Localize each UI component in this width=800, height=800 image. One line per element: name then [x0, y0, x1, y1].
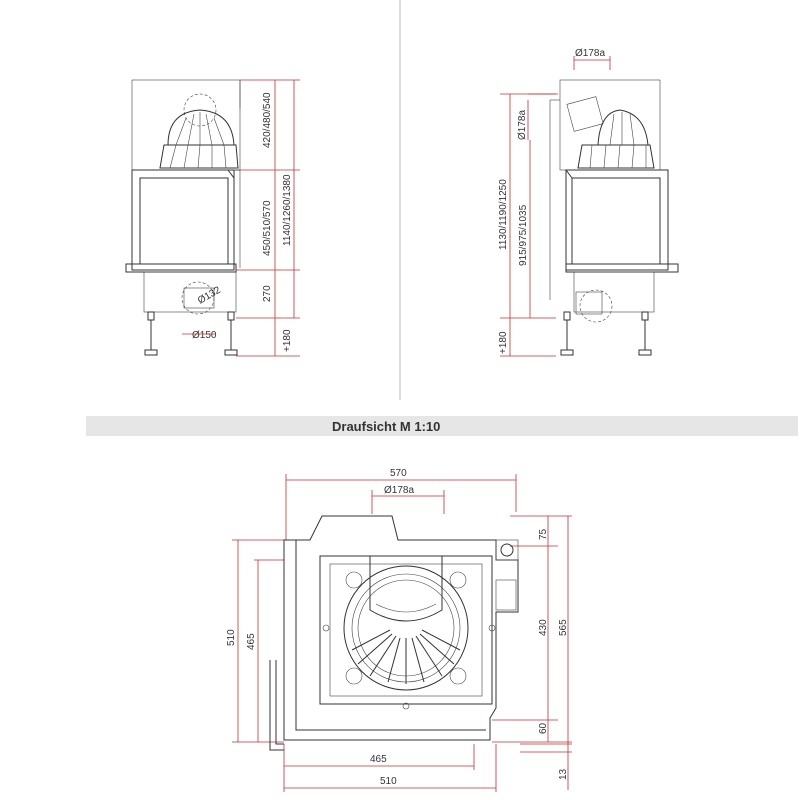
dim-front-total: 1140/1260/1380	[282, 174, 293, 246]
top-view: 570 Ø178a 75 430 565 60 510 465 465	[226, 468, 572, 792]
dim-top-510-bottom: 510	[380, 776, 397, 787]
radial-fins	[351, 629, 461, 684]
dim-side-inner: 915/975/1035	[518, 204, 529, 266]
section-title: Draufsicht M 1:10	[332, 419, 440, 434]
front-view: 420/480/540 450/510/570 1140/1260/1380 2…	[125, 79, 300, 357]
flue-top-view: Ø178a	[384, 485, 414, 496]
flue-side-side: Ø178a	[517, 110, 528, 140]
dome-ribs	[169, 112, 227, 169]
dim-front-middle: 450/510/570	[262, 200, 273, 256]
dim-side-leg: +180	[498, 331, 509, 354]
dim-top-465-left: 465	[246, 633, 257, 650]
flue-front-bottom: Ø150	[192, 330, 217, 341]
dim-side-outer: 1130/1190/1250	[498, 179, 509, 250]
dim-top-13: 13	[558, 768, 569, 780]
dim-top-565: 565	[558, 619, 569, 636]
dim-front-leg: +180	[282, 329, 293, 352]
dim-top-75: 75	[538, 528, 549, 540]
dim-top-570: 570	[390, 468, 407, 479]
dim-front-top: 420/480/540	[262, 92, 273, 148]
side-view: Ø178a Ø178a 1130/1190/1250 915/975/1035 …	[498, 48, 679, 357]
dim-top-430: 430	[538, 619, 549, 636]
section-title-bar	[86, 416, 798, 436]
dim-top-510-left: 510	[226, 629, 237, 646]
dim-front-base: 270	[262, 285, 273, 302]
dim-top-60: 60	[538, 722, 549, 734]
dim-top-465-bottom: 465	[370, 754, 387, 765]
flue-side-top: Ø178a	[575, 48, 605, 59]
